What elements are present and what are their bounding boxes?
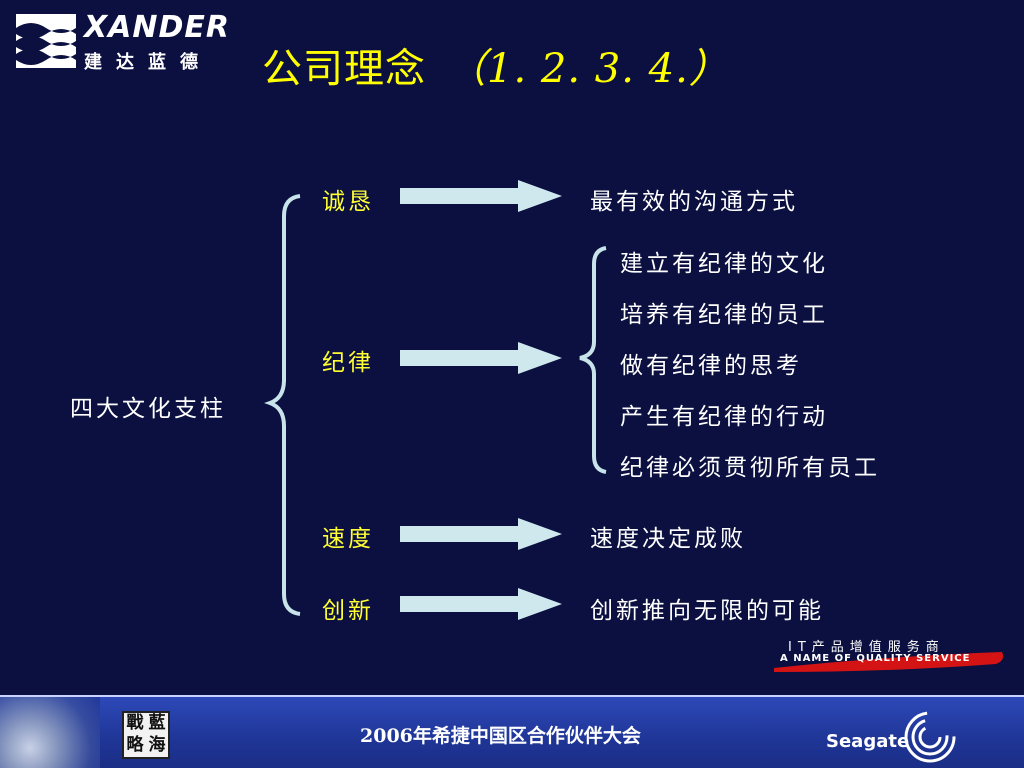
seal-char: 略 bbox=[126, 735, 144, 755]
right-arrow-icon bbox=[400, 342, 562, 374]
discipline-item: 产生有纪律的行动 bbox=[620, 404, 828, 430]
footer-event-text: 2006年希捷中国区合作伙伴大会 bbox=[360, 725, 641, 747]
title-main: 公司理念 bbox=[262, 46, 426, 92]
logo-wordmark: XANDER bbox=[84, 10, 230, 45]
right-arrow-icon bbox=[400, 588, 562, 620]
discipline-item: 建立有纪律的文化 bbox=[620, 251, 828, 277]
right-arrow-icon bbox=[400, 180, 562, 212]
wave-logo-icon bbox=[16, 14, 76, 68]
page-title: 公司理念 （1. 2. 3. 4.） bbox=[262, 36, 730, 94]
discipline-brace-icon bbox=[579, 246, 607, 474]
discipline-item: 做有纪律的思考 bbox=[620, 353, 802, 379]
footer-bar: 戰 藍 略 海 2006年希捷中国区合作伙伴大会 Seagate bbox=[0, 695, 1024, 768]
pillar-result-innovation: 创新推向无限的可能 bbox=[590, 598, 824, 624]
title-numbers: （1. 2. 3. 4.） bbox=[446, 46, 730, 92]
hard-drive-image bbox=[0, 697, 100, 768]
logo-chinese-name: 建达蓝德 bbox=[84, 52, 212, 73]
company-logo: XANDER 建达蓝德 bbox=[16, 10, 229, 73]
right-arrow-icon bbox=[400, 518, 562, 550]
pillar-key-discipline: 纪律 bbox=[322, 350, 374, 376]
badge-english-text: A NAME OF QUALITY SERVICE bbox=[780, 653, 971, 664]
pillar-key-innovation: 创新 bbox=[322, 598, 374, 624]
seal-stamp: 戰 藍 略 海 bbox=[122, 711, 170, 759]
pillar-result-sincerity: 最有效的沟通方式 bbox=[590, 189, 798, 215]
pillar-key-speed: 速度 bbox=[322, 526, 374, 552]
seal-char: 戰 bbox=[126, 713, 144, 733]
badge-swoosh-icon bbox=[774, 652, 1004, 672]
seagate-wordmark: Seagate bbox=[826, 731, 910, 752]
seal-char: 海 bbox=[148, 735, 166, 755]
pillar-key-sincerity: 诚恳 bbox=[322, 189, 374, 215]
main-brace-icon bbox=[264, 194, 301, 616]
discipline-item: 纪律必须贯彻所有员工 bbox=[620, 455, 880, 481]
seagate-swirl-icon bbox=[904, 711, 956, 763]
seal-char: 藍 bbox=[148, 713, 166, 733]
root-label: 四大文化支柱 bbox=[70, 396, 226, 422]
badge-chinese-text: IT产品增值服务商 bbox=[788, 640, 945, 655]
discipline-item: 培养有纪律的员工 bbox=[620, 302, 828, 328]
pillar-result-speed: 速度决定成败 bbox=[590, 526, 746, 552]
service-badge: IT产品增值服务商 A NAME OF QUALITY SERVICE bbox=[770, 638, 1010, 674]
